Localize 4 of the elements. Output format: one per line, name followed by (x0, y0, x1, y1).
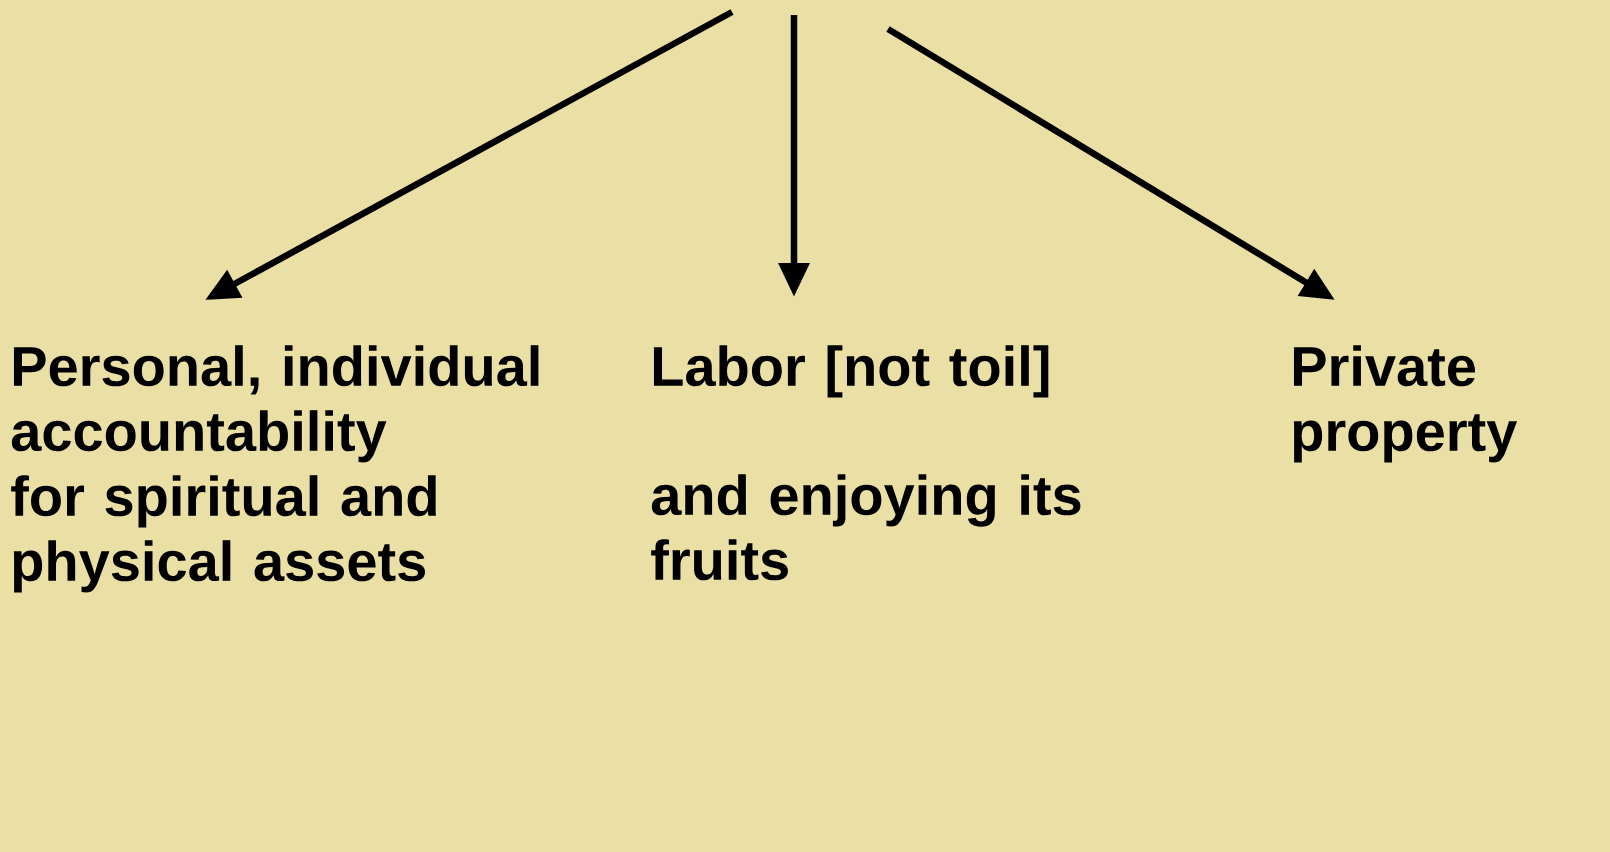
text-label: and enjoying its fruits (651, 474, 1081, 581)
text-label: Personal, individual accountability for spiritual and physical assets (11, 345, 539, 593)
text-label: Private property (1293, 345, 1518, 463)
text-label: Labor [not toil] (653, 345, 1049, 398)
